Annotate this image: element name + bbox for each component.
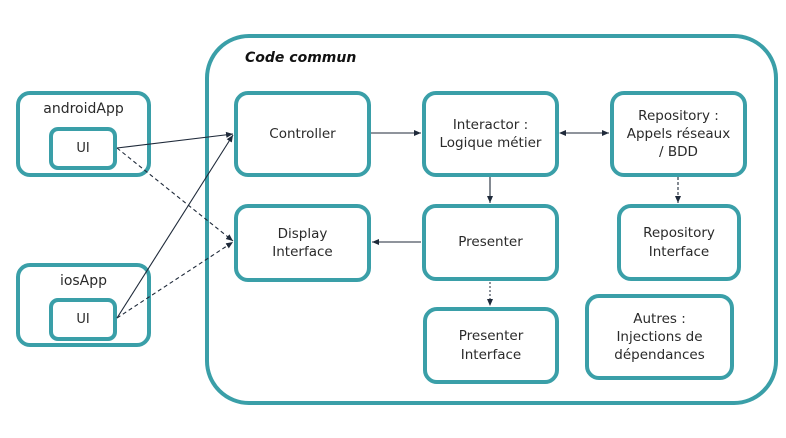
repository-box: Repository : Appels réseaux / BDD: [610, 91, 747, 177]
controller-box: Controller: [234, 91, 371, 177]
container-title: Code commun: [245, 50, 357, 66]
display-interface-box: Display Interface: [234, 204, 371, 282]
repository-interface-box: Repository Interface: [617, 204, 741, 281]
android-app-title: androidApp: [43, 101, 124, 117]
autres-box: Autres : Injections de dépendances: [585, 294, 734, 380]
presenter-interface-box: Presenter Interface: [423, 307, 559, 384]
ios-app-title: iosApp: [59, 273, 108, 289]
android-ui-box: UI: [49, 127, 117, 170]
presenter-box: Presenter: [422, 204, 559, 281]
ios-ui-box: UI: [49, 298, 117, 341]
interactor-box: Interactor : Logique métier: [422, 91, 559, 177]
